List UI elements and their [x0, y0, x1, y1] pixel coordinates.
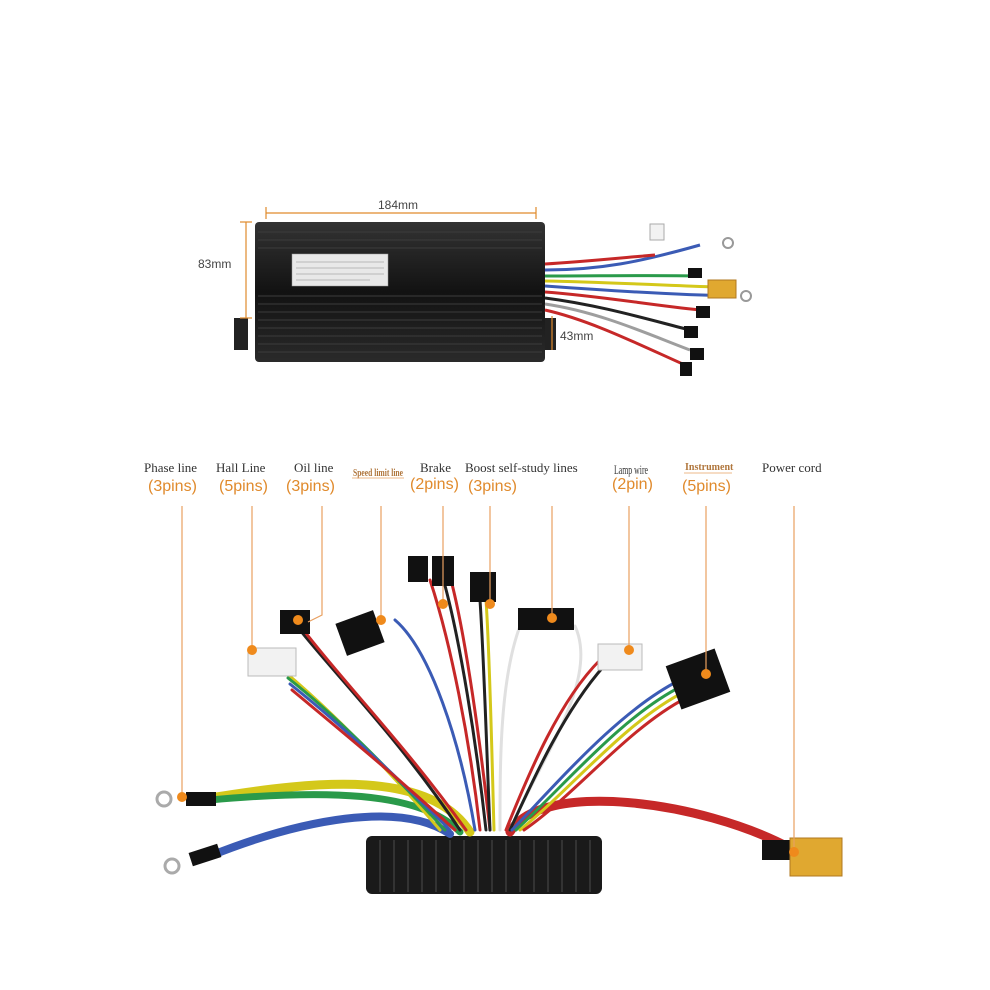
label-lamp-wire-pins: (2pin) — [612, 476, 653, 493]
label-brake-pins: (2pins) — [410, 476, 459, 493]
label-lamp-wire-name: Lamp wire — [614, 462, 648, 477]
label-brake-name: Brake — [420, 460, 451, 475]
label-phase-line-pins: (3pins) — [148, 478, 197, 495]
connectors-top — [649, 223, 752, 376]
controller-housing-top — [234, 222, 556, 362]
height-dimension: 83mm — [198, 257, 231, 271]
controller-wires-bottom — [205, 578, 795, 860]
dimension-lines — [240, 207, 553, 350]
label-oil-line-name: Oil line — [294, 460, 334, 475]
label-power-cord: Power cord — [762, 460, 822, 475]
label-hall-line: Hall Line (5pins) — [216, 460, 268, 495]
controller-housing-bottom — [366, 836, 602, 894]
label-power-cord-name: Power cord — [762, 460, 822, 475]
label-instrument-name: Instrument — [685, 462, 734, 473]
label-boost-self-study-lines-pins: (3pins) — [468, 478, 517, 495]
length-dimension: 184mm — [378, 198, 418, 212]
guide-lines — [181, 506, 795, 850]
depth-dimension: 43mm — [560, 329, 593, 343]
label-phase-line-name: Phase line — [144, 460, 197, 475]
label-instrument-pins: (5pins) — [682, 478, 731, 495]
label-hall-line-pins: (5pins) — [219, 478, 268, 495]
label-oil-line-pins: (3pins) — [286, 478, 335, 495]
label-oil-line: Oil line (3pins) — [286, 460, 335, 495]
label-lamp-wire: Lamp wire (2pin) — [612, 462, 653, 493]
label-speed-limit-line: Speed limit line — [352, 468, 404, 479]
label-boost-self-study-lines: Boost self-study lines (3pins) — [465, 460, 578, 495]
label-boost-self-study-lines-name: Boost self-study lines — [465, 460, 578, 475]
connectors-bottom — [155, 556, 843, 877]
label-brake: Brake (2pins) — [410, 460, 459, 493]
controller-wires-top — [544, 243, 736, 367]
label-speed-limit-line-name: Speed limit line — [353, 468, 403, 479]
label-phase-line: Phase line (3pins) — [144, 460, 197, 495]
label-hall-line-name: Hall Line — [216, 460, 266, 475]
label-instrument: Instrument (5pins) — [682, 462, 734, 495]
marker-dots — [177, 599, 799, 857]
spec-sticker — [291, 253, 389, 287]
